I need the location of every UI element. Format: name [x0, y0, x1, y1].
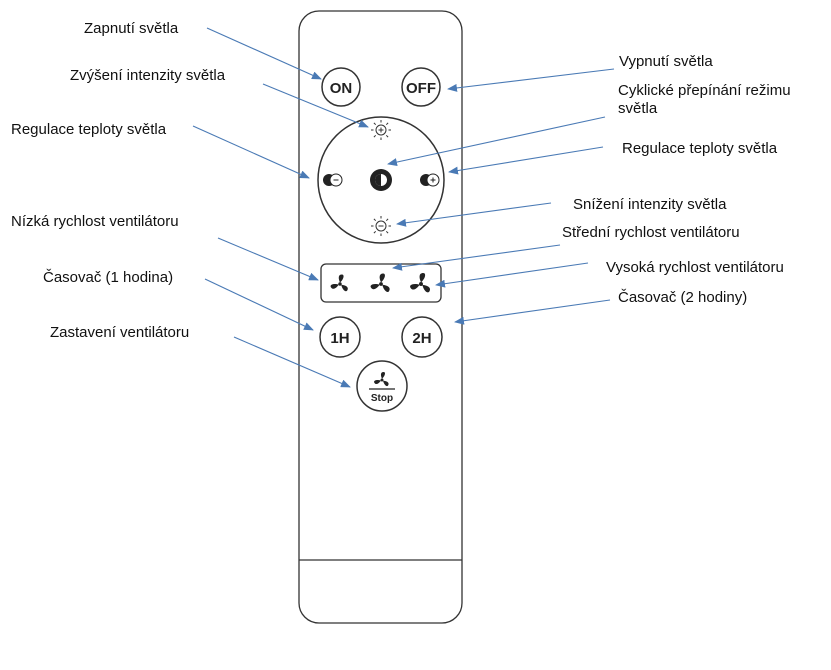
timer-2h-button[interactable]: 2H — [401, 316, 443, 358]
brightness-up-button[interactable] — [371, 120, 391, 140]
off-button[interactable]: OFF — [401, 67, 441, 107]
fan-stop-button[interactable]: Stop — [356, 360, 408, 412]
label-fan-stop: Zastavení ventilátoru — [50, 324, 190, 341]
label-timer-1h: Časovač (1 hodina) — [43, 269, 174, 286]
brightness-down-button[interactable] — [371, 216, 391, 236]
off-button-label: OFF — [406, 80, 436, 97]
arrow-fan-mid — [392, 244, 561, 271]
label-temp-left: Regulace teploty světla — [11, 121, 167, 138]
label-temp-right: Regulace teploty světla — [622, 140, 778, 157]
remote-body — [298, 10, 463, 624]
arrow-brightness-up — [262, 83, 369, 128]
label-off: Vypnutí světla — [619, 53, 713, 70]
label-fan-mid: Střední rychlost ventilátoru — [562, 224, 740, 241]
arrow-cycle-mode — [387, 116, 606, 167]
arrow-fan-low — [217, 237, 319, 281]
cycle-mode-button[interactable] — [370, 169, 392, 191]
label-brightness-up: Zvýšení intenzity světla — [70, 67, 226, 84]
mode-cycle-icon — [370, 169, 392, 191]
label-brightness-down: Snížení intenzity světla — [573, 196, 727, 213]
timer-1h-button[interactable]: 1H — [319, 316, 361, 358]
temp-right-button[interactable] — [420, 173, 440, 187]
timer-2h-label: 2H — [412, 330, 431, 347]
arrow-temp-right — [448, 146, 604, 175]
label-fan-low: Nízká rychlost ventilátoru — [11, 213, 179, 230]
label-on: Zapnutí světla — [84, 20, 179, 37]
arrow-timer-1h — [204, 278, 314, 331]
on-button-label: ON — [330, 80, 353, 97]
sun-plus-icon — [371, 120, 391, 140]
arrow-fan-high — [435, 262, 589, 288]
temp-left-button[interactable] — [323, 173, 343, 187]
temp-cool-icon — [420, 173, 440, 187]
label-fan-high: Vysoká rychlost ventilátoru — [606, 259, 784, 276]
on-button[interactable]: ON — [321, 67, 361, 107]
temp-warm-icon — [323, 173, 343, 187]
arrow-timer-2h — [454, 299, 611, 325]
stop-label: Stop — [371, 393, 393, 404]
arrow-brightness-down — [396, 202, 552, 227]
sun-minus-icon — [371, 216, 391, 236]
arrow-off — [447, 68, 615, 92]
timer-1h-label: 1H — [330, 330, 349, 347]
arrow-on — [206, 27, 322, 80]
label-timer-2h: Časovač (2 hodiny) — [618, 289, 748, 306]
label-cycle-mode: Cyklické přepínání režimu světla — [618, 82, 791, 117]
arrow-temp-left — [192, 125, 310, 179]
arrow-fan-stop — [233, 336, 351, 388]
